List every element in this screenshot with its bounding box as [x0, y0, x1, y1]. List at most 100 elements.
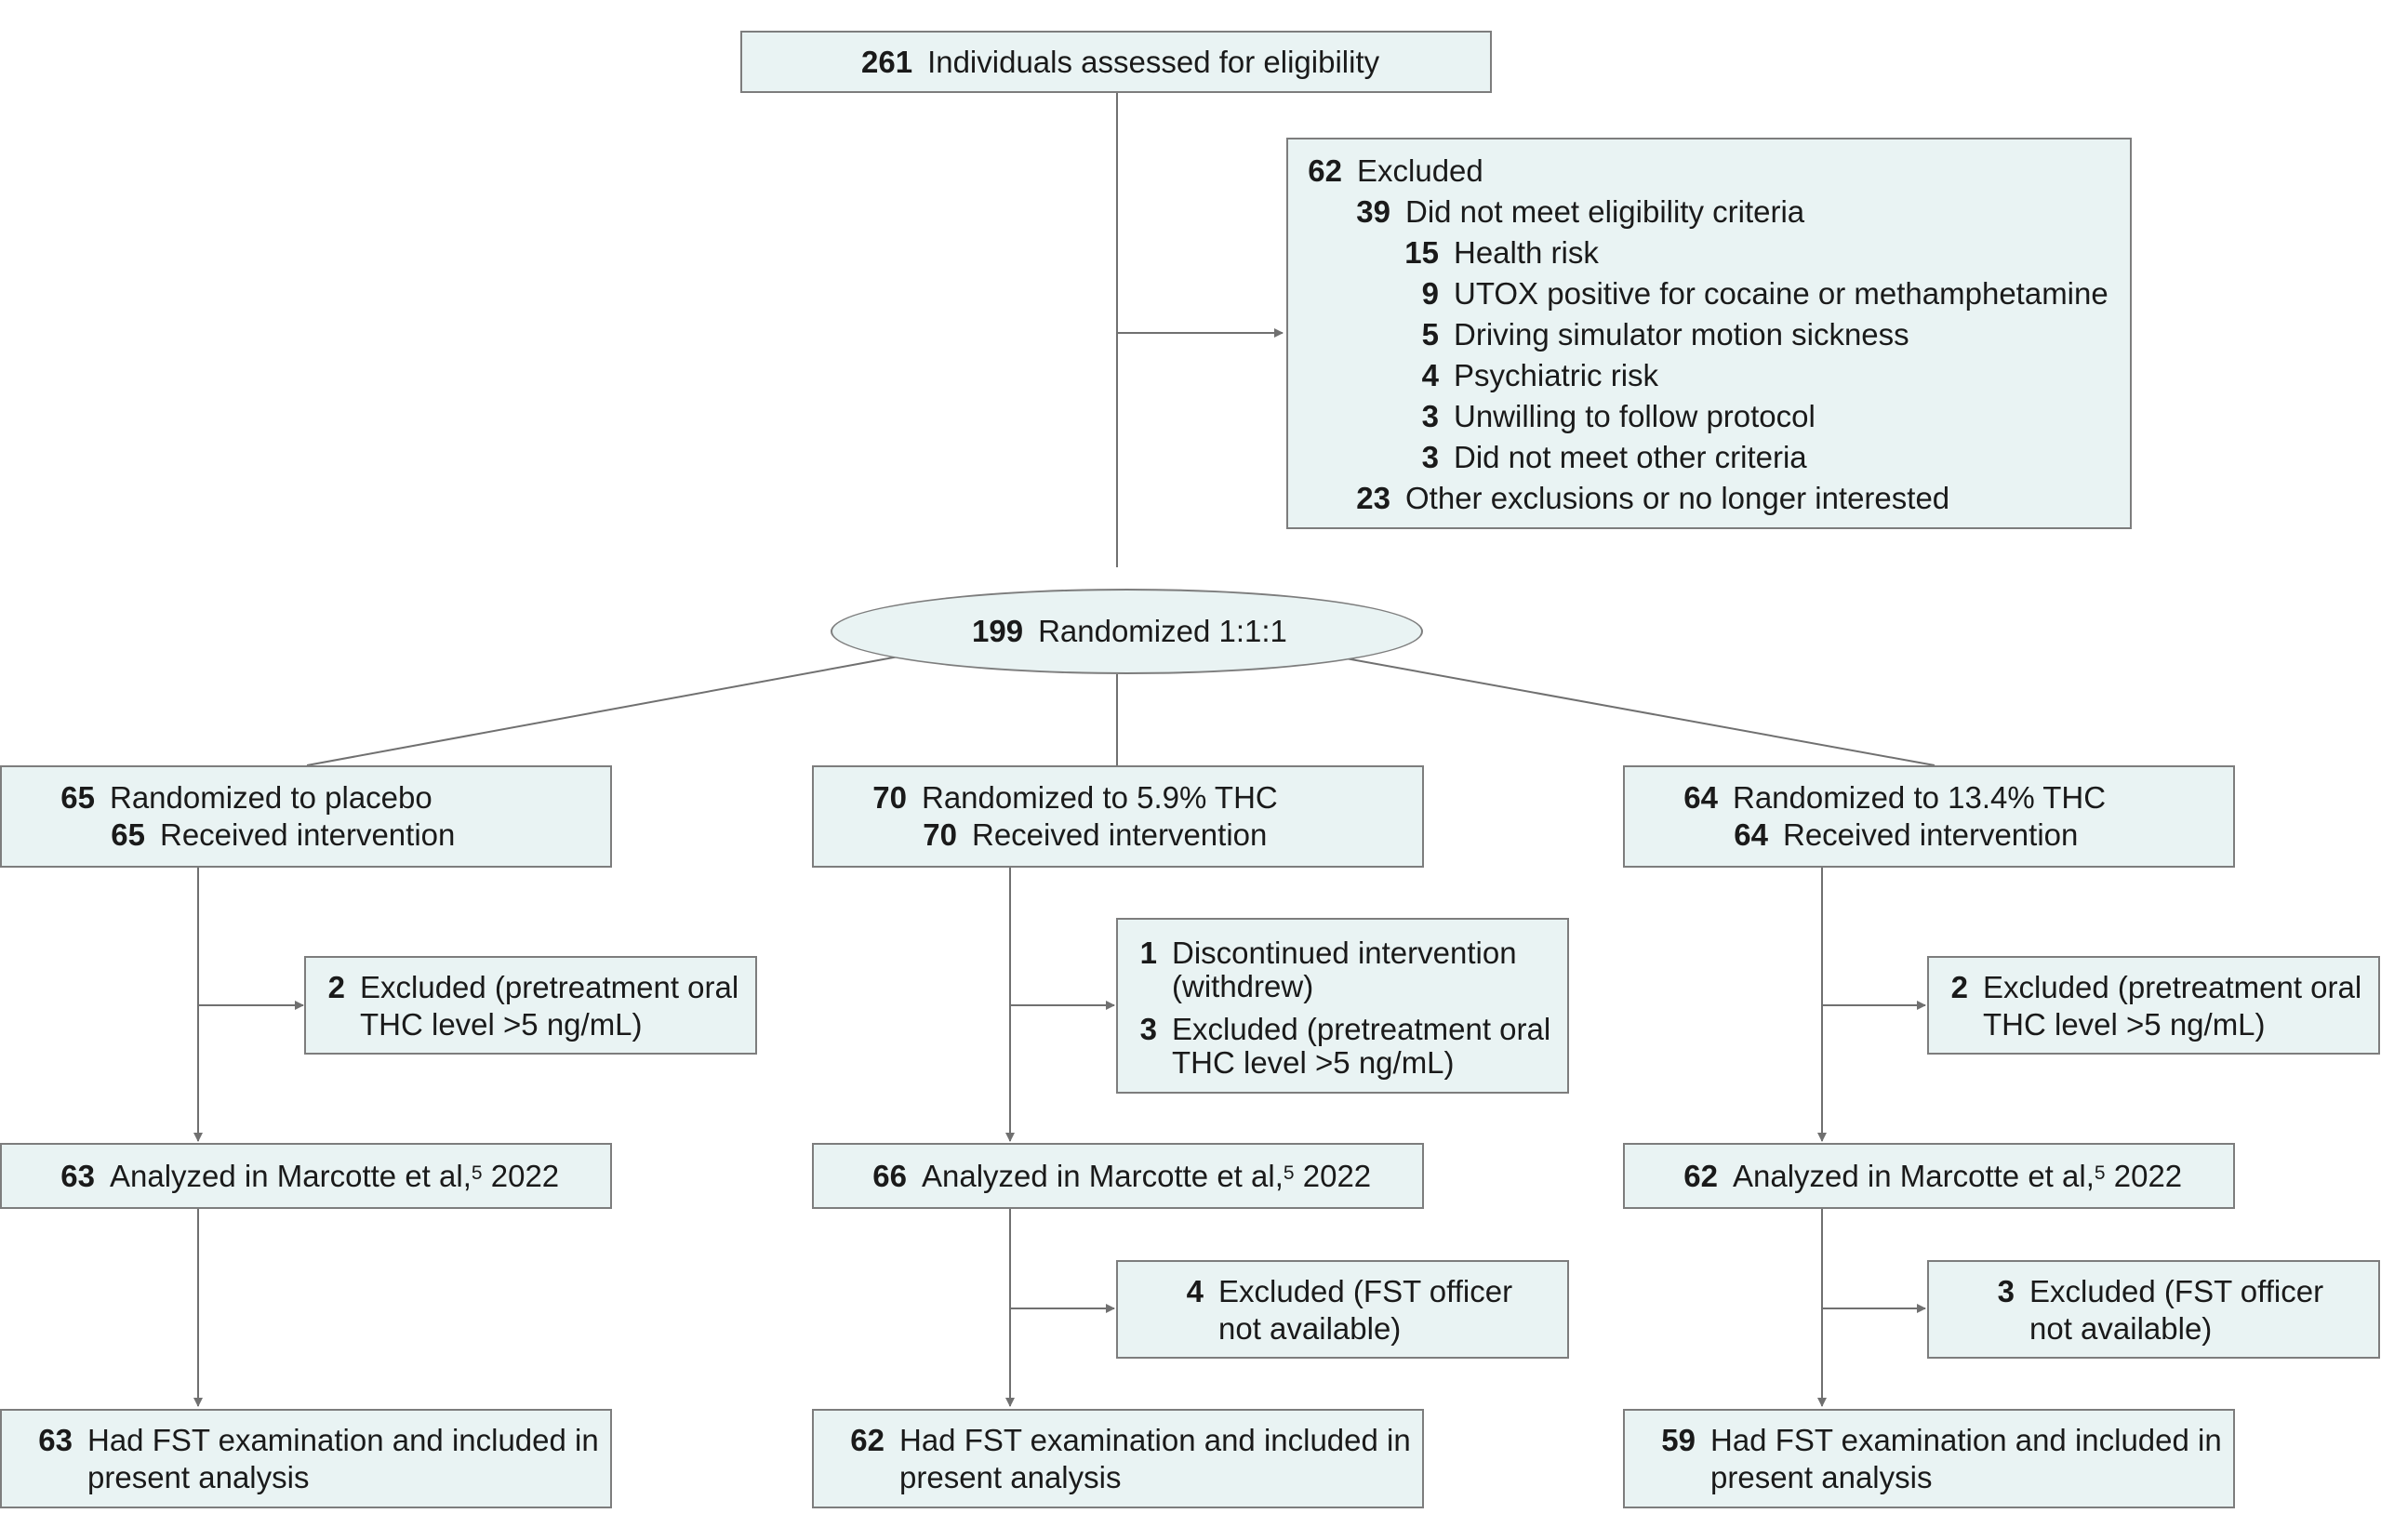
count: 65 — [111, 817, 145, 852]
count: 62 — [850, 1423, 885, 1457]
assessed-row: 261 Individuals assessed for eligibility — [861, 44, 1379, 81]
assessed-box: 261 Individuals assessed for eligibility — [740, 31, 1492, 93]
label: Did not meet eligibility criteria — [1405, 194, 1805, 229]
label: Excluded (pretreatment oral — [360, 970, 739, 1004]
count: 65 — [60, 780, 95, 815]
arm3-excluded2-box: 3 Excluded (FST officer not available) — [1927, 1260, 2380, 1359]
excluded-row-cont: THC level >5 ng/mL) — [1983, 1006, 2266, 1043]
received-row: 65 Received intervention — [110, 816, 455, 854]
excluded-row: 3 Unwilling to follow protocol — [1403, 398, 1816, 435]
excluded-row: 2 Excluded (pretreatment oral — [326, 969, 739, 1006]
count: 3 — [1997, 1274, 2015, 1308]
label: Randomized to 13.4% THC — [1733, 780, 2107, 815]
label: not available) — [1218, 1311, 1402, 1346]
randomized-row: 70 Randomized to 5.9% THC — [871, 779, 1278, 816]
count: 62 — [1683, 1159, 1718, 1193]
label: present analysis — [1710, 1460, 1933, 1494]
count: 63 — [38, 1423, 73, 1457]
year: 2022 — [490, 1159, 560, 1193]
count: 70 — [872, 780, 907, 815]
excluded-row: 5 Driving simulator motion sickness — [1403, 316, 1909, 353]
year: 2022 — [2113, 1159, 2183, 1193]
label: Randomized to 5.9% THC — [922, 780, 1278, 815]
count: 3 — [1421, 440, 1439, 474]
final-row: 63 Had FST examination and included in — [37, 1422, 599, 1459]
final-row-cont: present analysis — [899, 1459, 1121, 1496]
count: 199 — [972, 614, 1024, 648]
analyzed-row: 62 Analyzed in Marcotte et al,5 2022 — [1683, 1158, 2182, 1195]
count: 59 — [1661, 1423, 1696, 1457]
label: present analysis — [899, 1460, 1122, 1494]
count: 3 — [1139, 1012, 1157, 1046]
label: (withdrew) — [1172, 969, 1314, 1003]
label: THC level >5 ng/mL) — [1172, 1045, 1455, 1080]
label: Analyzed in Marcotte et al, — [110, 1159, 472, 1193]
count: 5 — [1421, 317, 1439, 352]
count: 15 — [1404, 235, 1439, 270]
final-row-cont: present analysis — [1710, 1459, 1932, 1496]
count: 63 — [60, 1159, 95, 1193]
label: Received intervention — [1783, 817, 2079, 852]
label: UTOX positive for cocaine or methampheta… — [1454, 276, 2108, 311]
excluded-row: 15 Health risk — [1403, 234, 1599, 272]
label: not available) — [2029, 1311, 2213, 1346]
count: 261 — [861, 45, 913, 79]
randomized-row: 64 Randomized to 13.4% THC — [1683, 779, 2106, 816]
excluded-row-cont: THC level >5 ng/mL) — [360, 1006, 643, 1043]
label: Had FST examination and included in — [87, 1423, 599, 1457]
label: Driving simulator motion sickness — [1454, 317, 1909, 352]
count: 2 — [327, 970, 345, 1004]
branch-line-placebo — [306, 656, 899, 766]
label: Unwilling to follow protocol — [1454, 399, 1816, 433]
excluded-row: 9 UTOX positive for cocaine or methamphet… — [1403, 275, 2108, 312]
label: Excluded (FST officer — [2029, 1274, 2324, 1308]
count: 3 — [1421, 399, 1439, 433]
excluded-row-cont: not available) — [2029, 1310, 2212, 1348]
count: 4 — [1186, 1274, 1204, 1308]
arm3-analyzed-box: 62 Analyzed in Marcotte et al,5 2022 — [1623, 1143, 2235, 1209]
final-row-cont: present analysis — [87, 1459, 309, 1496]
excluded-row: 3 Excluded (FST officer — [1996, 1273, 2323, 1310]
final-row: 59 Had FST examination and included in — [1660, 1422, 2222, 1459]
excluded-row: 3 Did not meet other criteria — [1403, 439, 1807, 476]
excluded-row: 3 Excluded (pretreatment oral — [1138, 1011, 1551, 1048]
year: 2022 — [1302, 1159, 1372, 1193]
label: Received intervention — [160, 817, 456, 852]
label: Excluded (pretreatment oral — [1172, 1012, 1551, 1046]
excluded-row-cont: (withdrew) — [1172, 968, 1313, 1005]
count: 64 — [1683, 780, 1718, 815]
count: 64 — [1734, 817, 1768, 852]
reference: 5 — [1283, 1162, 1295, 1184]
reference: 5 — [2094, 1162, 2106, 1184]
label: THC level >5 ng/mL) — [360, 1007, 643, 1042]
label: Other exclusions or no longer interested — [1405, 481, 1950, 515]
label: Had FST examination and included in — [1710, 1423, 2222, 1457]
label: Did not meet other criteria — [1454, 440, 1807, 474]
label: Randomized 1:1:1 — [1038, 614, 1287, 648]
label: Individuals assessed for eligibility — [927, 45, 1380, 79]
received-row: 64 Received intervention — [1733, 816, 2078, 854]
label: Analyzed in Marcotte et al, — [1733, 1159, 2095, 1193]
count: 9 — [1421, 276, 1439, 311]
branch-line-134thc — [1335, 656, 1935, 766]
label: Health risk — [1454, 235, 1599, 270]
count: 2 — [1950, 970, 1968, 1004]
